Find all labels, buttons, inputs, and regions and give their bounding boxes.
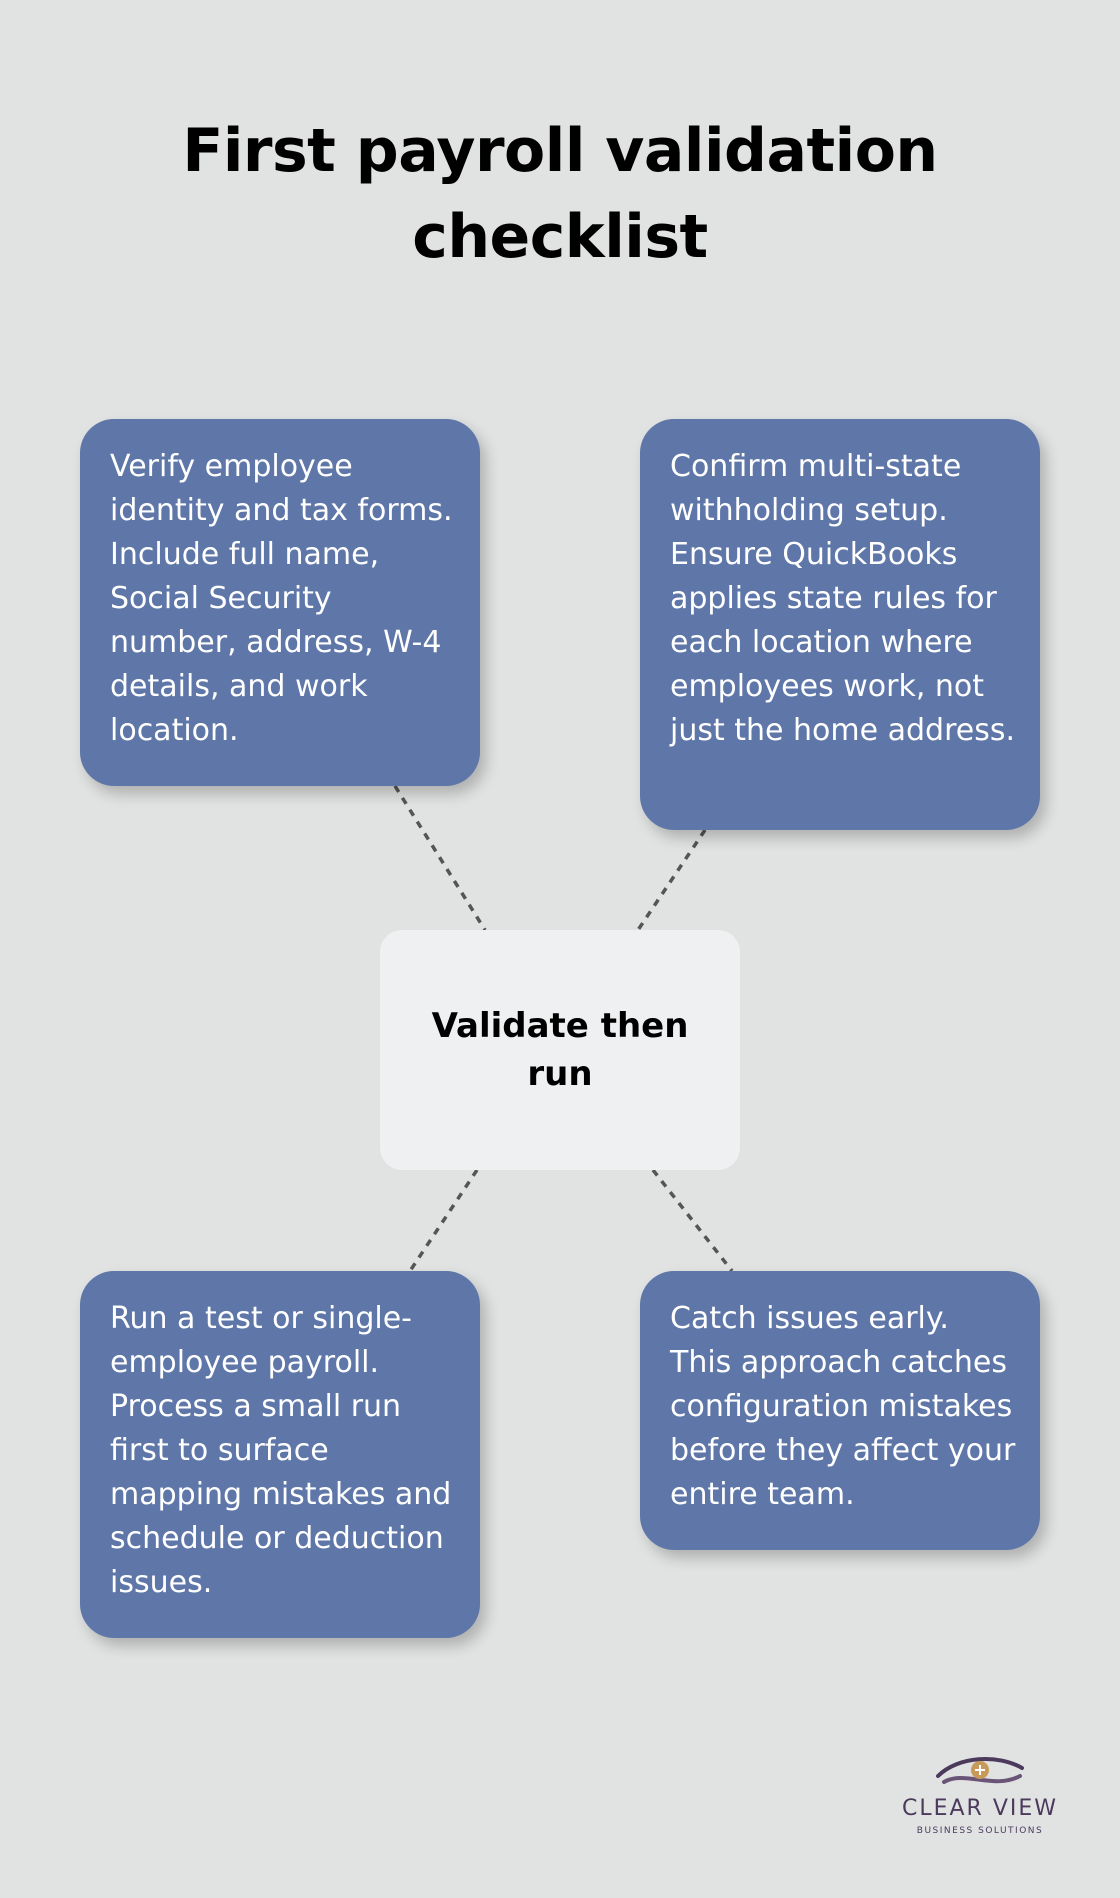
checklist-card-catch-issues: Catch issues early. This approach catche… — [640, 1271, 1040, 1550]
eye-logo-icon — [936, 1757, 1024, 1784]
connector-bottom-right — [651, 1168, 734, 1273]
clear-view-logo: CLEAR VIEW BUSINESS SOLUTIONS — [890, 1752, 1070, 1844]
center-node: Validate then run — [380, 930, 740, 1170]
checklist-card-multistate: Confirm multi-state withholding setup. E… — [640, 419, 1040, 830]
logo-tagline: BUSINESS SOLUTIONS — [916, 1826, 1044, 1836]
checklist-card-identity: Verify employee identity and tax forms. … — [80, 419, 480, 786]
checklist-card-test-payroll: Run a test or single-employee payroll. P… — [80, 1271, 480, 1638]
connector-bottom-left — [408, 1169, 479, 1272]
page-title: First payroll validation checklist — [182, 116, 938, 272]
card-text: Verify employee identity and tax forms. … — [110, 449, 453, 748]
card-text: Run a test or single-employee payroll. P… — [110, 1301, 452, 1600]
card-text: Confirm multi-state withholding setup. E… — [670, 449, 1016, 748]
card-text: Catch issues early. This approach catche… — [670, 1301, 1016, 1512]
logo-name: CLEAR VIEW — [901, 1796, 1059, 1821]
connector-top-left — [393, 785, 487, 931]
center-label: Validate then run — [431, 1006, 689, 1094]
connector-top-right — [636, 829, 707, 931]
